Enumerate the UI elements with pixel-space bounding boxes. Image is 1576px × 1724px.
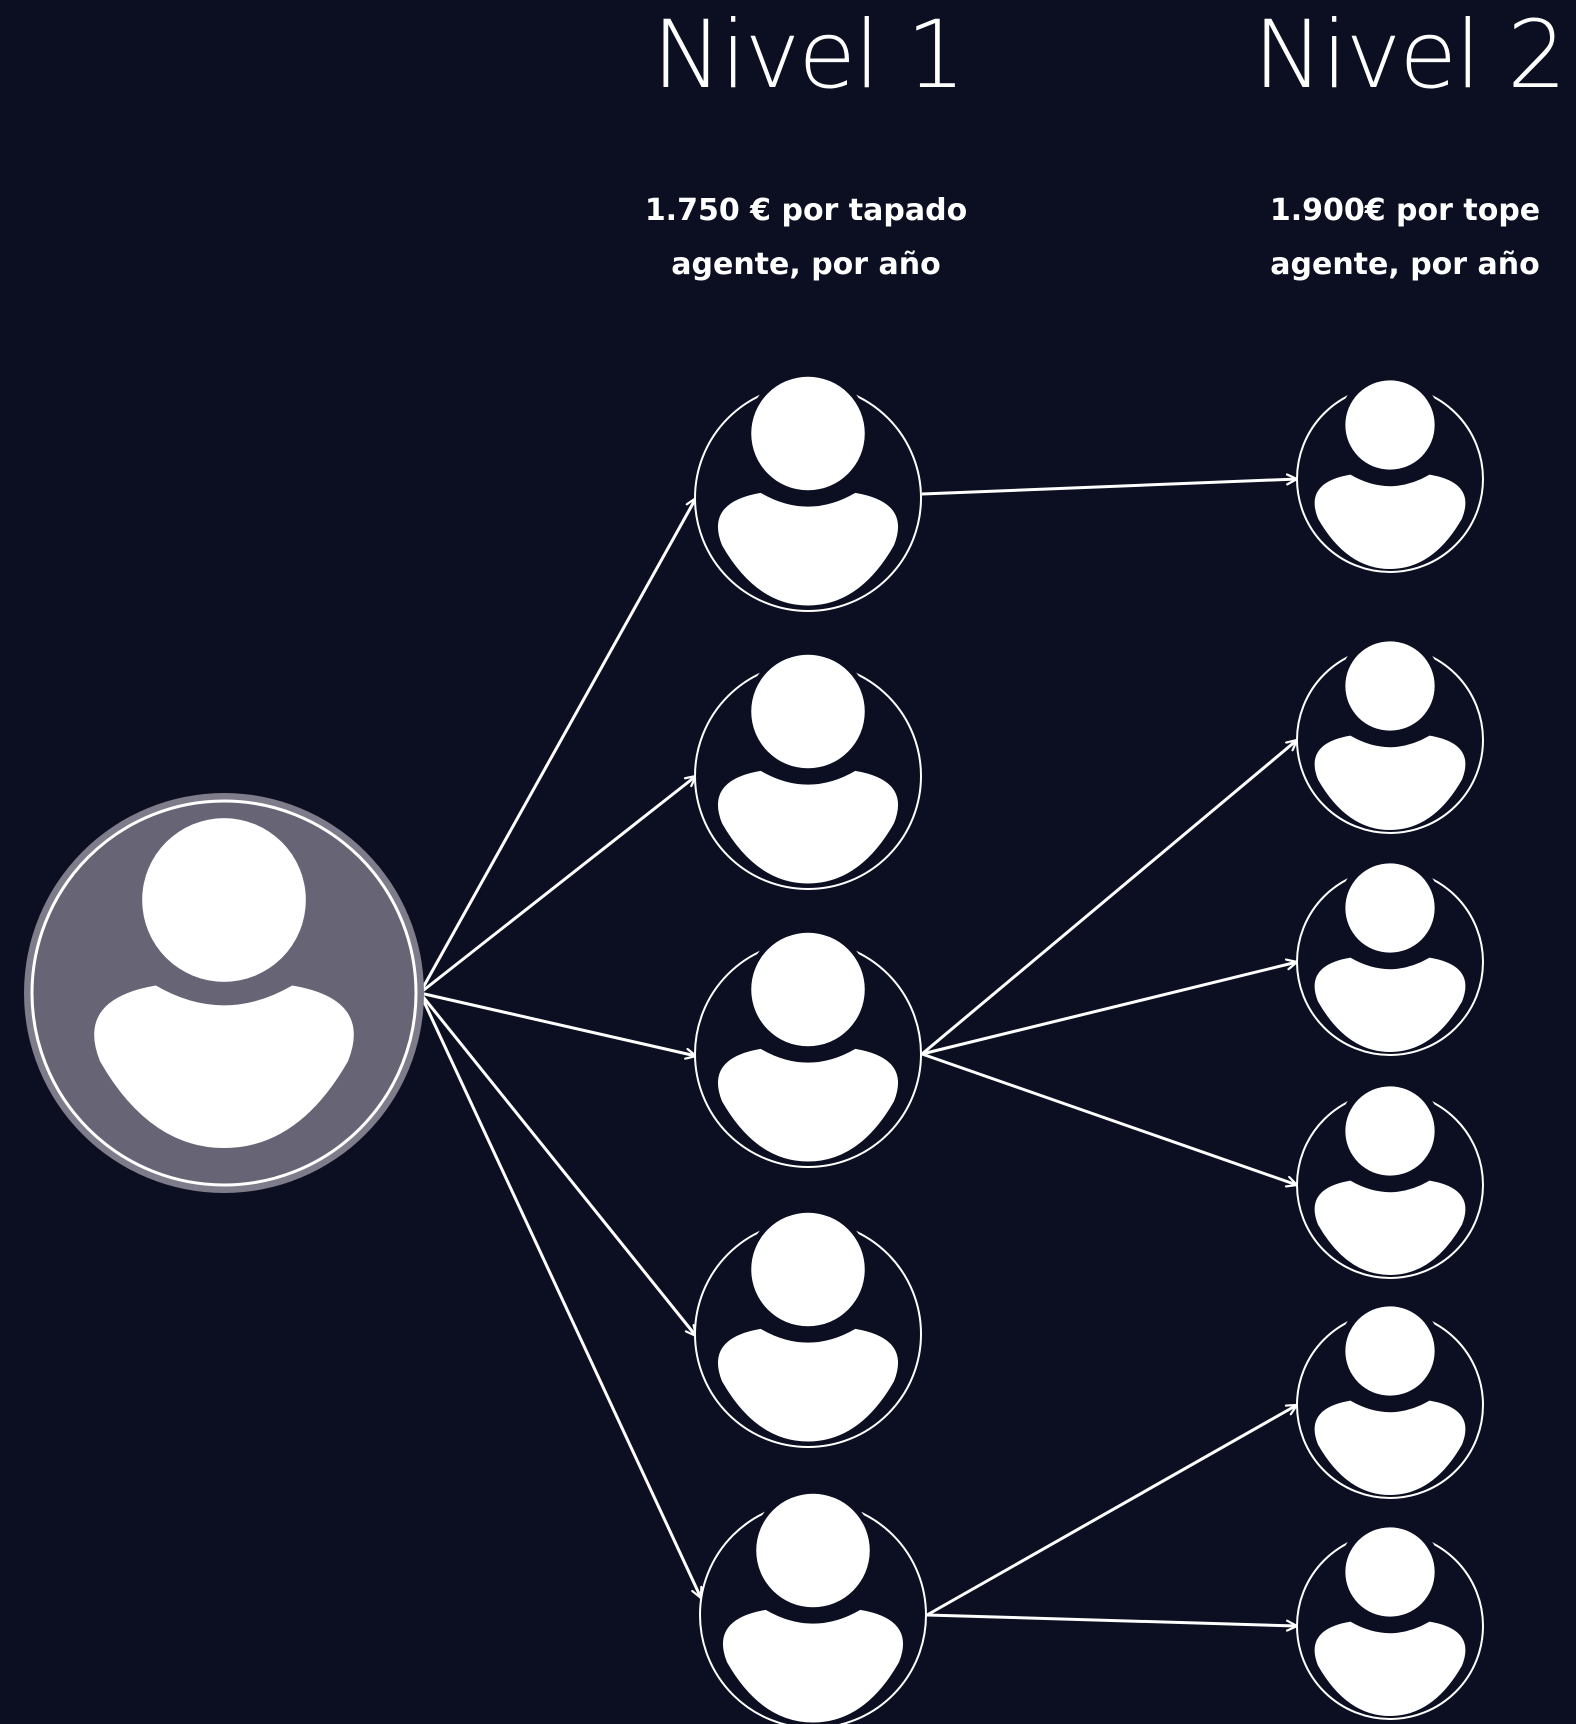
arrow-l1-1-to-l2-1	[921, 479, 1297, 496]
arrow-l1-3-to-l2-4	[921, 1052, 1297, 1185]
level-2-agent-node-1	[1296, 373, 1484, 573]
user-icon	[1314, 634, 1466, 830]
user-icon	[717, 1207, 899, 1442]
arrow-root-to-l1-4	[418, 992, 698, 1336]
user-icon	[94, 810, 354, 1148]
arrow-l1-5-to-l2-5	[926, 1403, 1297, 1617]
level-1-agent-node-2	[694, 649, 922, 890]
level-1-description: 1.750 € por tapado agente, por año	[626, 184, 986, 292]
user-icon	[1314, 1079, 1466, 1275]
root-agent-node	[24, 793, 424, 1193]
user-icon	[1314, 1299, 1466, 1495]
user-icon	[717, 927, 899, 1162]
level-2-description: 1.900€ por tope agente, por año	[1225, 184, 1576, 292]
level-2-agent-node-6	[1296, 1520, 1484, 1720]
level-1-agent-node-3	[694, 927, 922, 1168]
level-1-agent-node-5	[699, 1488, 927, 1724]
level-2-title: Nivel 2	[1253, 1, 1567, 110]
arrow-root-to-l1-5	[418, 992, 701, 1598]
level-1-description-line1: 1.750 € por tapado	[644, 193, 968, 228]
level-2-description-line1: 1.900€ por tope	[1269, 193, 1541, 228]
arrow-root-to-l1-3	[419, 991, 696, 1056]
user-icon	[1314, 373, 1466, 569]
arrow-l1-3-to-l2-3	[921, 962, 1297, 1056]
user-icon	[722, 1488, 904, 1723]
level-2-agent-node-3	[1296, 856, 1484, 1056]
level-1-agent-node-1	[694, 371, 922, 612]
level-2-agent-node-4	[1296, 1079, 1484, 1279]
arrow-l1-3-to-l2-2	[921, 738, 1297, 1056]
level-2-agent-node-5	[1296, 1299, 1484, 1499]
arrow-root-to-l1-2	[419, 774, 696, 995]
level-1-agent-node-4	[694, 1207, 922, 1448]
level-1-description-line2: agente, por año	[671, 247, 941, 282]
arrow-l1-5-to-l2-6	[926, 1613, 1297, 1626]
level-2-description-line2: agente, por año	[1270, 247, 1540, 282]
level-1-title: Nivel 1	[652, 1, 966, 110]
level-1-to-level-2-connectors	[921, 479, 1297, 1626]
root-to-level-1-connectors	[418, 498, 701, 1598]
user-icon	[1314, 1520, 1466, 1716]
user-icon	[717, 649, 899, 884]
level-2-agent-node-2	[1296, 634, 1484, 834]
arrow-root-to-l1-1	[418, 498, 698, 994]
user-icon	[1314, 856, 1466, 1052]
user-icon	[717, 371, 899, 606]
